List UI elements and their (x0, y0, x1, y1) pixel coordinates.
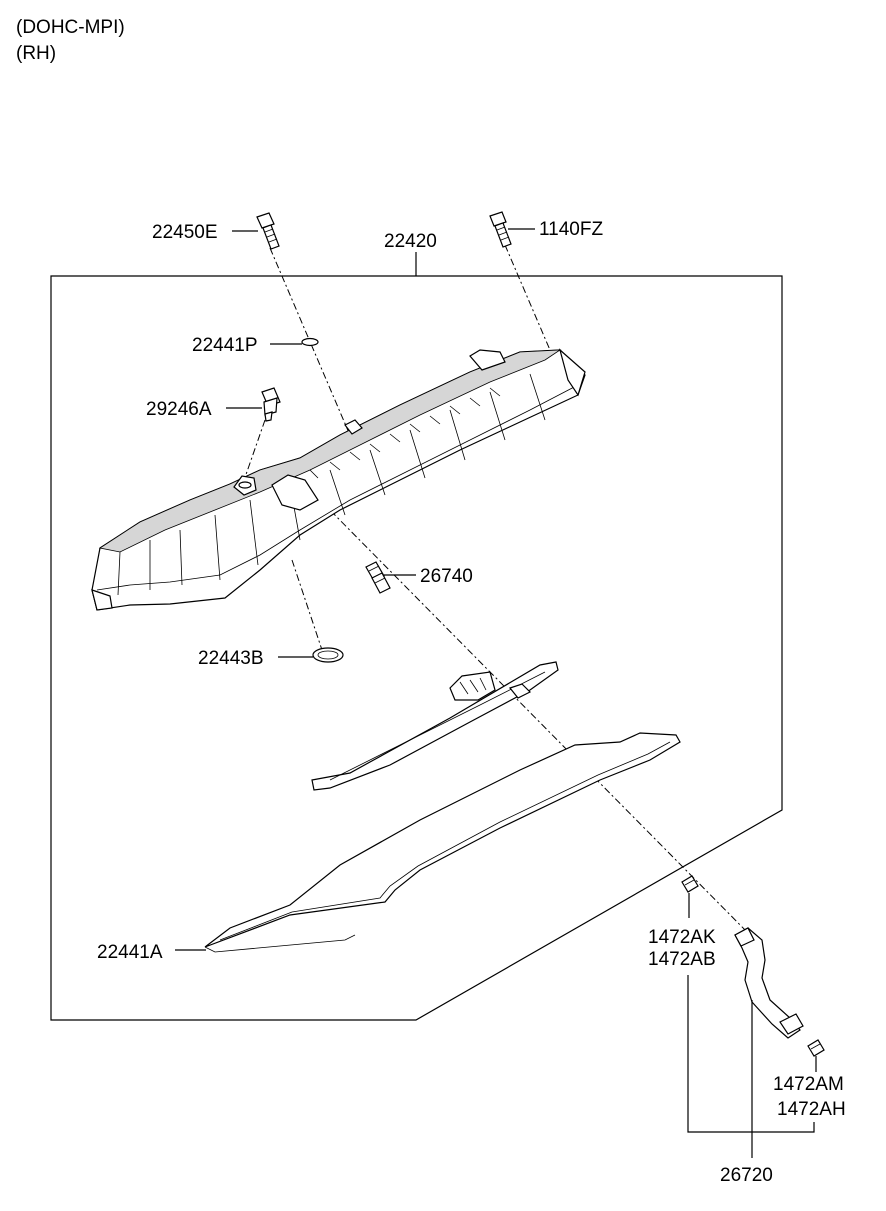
part-label-22441a: 22441A (97, 942, 163, 963)
cylinder-head-cover (91, 348, 586, 611)
variant-label-engine: (DOHC-MPI) (16, 17, 125, 38)
axis-main (319, 499, 756, 941)
baffle-plate (311, 661, 559, 791)
axis-gasket-22443b (291, 559, 323, 651)
part-label-1472ab: 1472AB (648, 949, 716, 970)
part-label-1472am: 1472AM (773, 1074, 844, 1095)
group-bracket (687, 975, 815, 1133)
part-label-22420: 22420 (384, 231, 437, 252)
breather-hose-26720 (734, 927, 804, 1039)
part-label-1140fz: 1140FZ (539, 219, 603, 240)
part-label-22450e: 22450E (152, 222, 218, 243)
part-label-29246a: 29246A (146, 399, 212, 420)
assembly-boundary (50, 275, 783, 1021)
axis-sensor (241, 419, 266, 487)
gasket-22441a (204, 732, 681, 953)
clamp-1472am (807, 1039, 825, 1057)
part-label-1472ah: 1472AH (777, 1099, 846, 1120)
part-label-22441p: 22441P (192, 335, 258, 356)
pcv-valve-26740 (365, 561, 391, 594)
gasket-22443b (312, 647, 344, 663)
washer-22441p (301, 337, 319, 347)
clip-1472ak (681, 875, 699, 893)
bolt-1140fz (489, 211, 512, 248)
variant-label-side: (RH) (16, 43, 57, 64)
part-label-1472ak: 1472AK (648, 927, 716, 948)
part-label-26740: 26740 (420, 566, 473, 587)
bolt-22450e (256, 212, 280, 250)
sensor-29246a (261, 387, 281, 422)
part-label-22443b: 22443B (198, 648, 264, 669)
axis-bolt-1140fz (504, 244, 551, 351)
axis-bolt-22450e (269, 247, 353, 441)
part-label-26720: 26720 (720, 1165, 773, 1186)
